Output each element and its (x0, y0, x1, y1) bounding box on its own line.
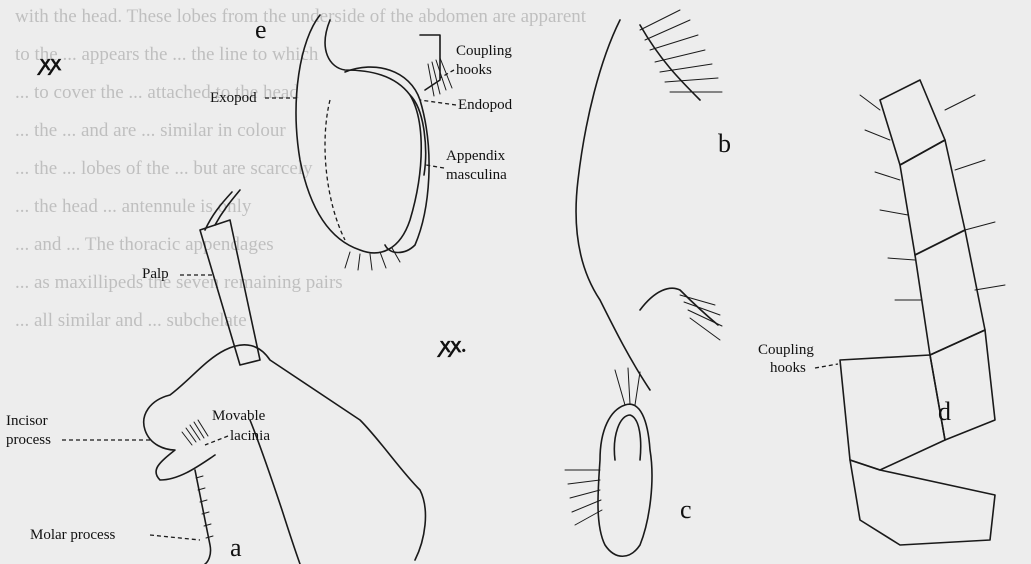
exopod-label: Exopod (210, 90, 257, 106)
maxilla-lower-setae (680, 295, 722, 340)
panel-b-letter: b (718, 129, 731, 158)
movable-lacinia-label-line1: Movable (212, 408, 266, 424)
leg-distal-segment (880, 80, 945, 165)
endopod-label: Endopod (458, 97, 513, 113)
maxillule-setae (565, 368, 640, 525)
appendix-label-line2: masculina (446, 167, 507, 183)
movable-lacinia-label-line2: lacinia (230, 428, 270, 444)
leg-segment-2 (900, 140, 965, 255)
scale-mark-middle: ꭗꭗ. (436, 335, 466, 358)
maxillule-outline (598, 404, 652, 556)
leg-segment-3 (915, 230, 985, 355)
panel-b: b (576, 10, 731, 390)
palp-label: Palp (142, 266, 169, 282)
movable-lacinia-teeth (182, 420, 208, 445)
appendix-masculina (410, 95, 426, 175)
background-line: ... as maxillipeds the seven remaining p… (15, 272, 343, 293)
incisor-label-line1: Incisor (6, 413, 48, 429)
coupling-hooks-label-e-line1: Coupling (456, 43, 512, 59)
panel-d-letter: d (938, 397, 951, 426)
panel-c: c (565, 368, 692, 556)
maxillule-inner-lobe (614, 415, 640, 460)
mandible-body-outline (144, 345, 426, 560)
molar-process-outline (195, 470, 211, 564)
leg-basis (850, 460, 995, 545)
panel-c-letter: c (680, 495, 692, 524)
panel-d: d Coupling hooks (758, 80, 1005, 545)
scale-mark-top: ꭗꭗ (36, 53, 62, 76)
background-line: ... to cover the ... attached to the hea… (15, 82, 299, 103)
leg-setae (860, 95, 1005, 300)
endopod-leader (420, 100, 456, 105)
appendix-label-line1: Appendix (446, 148, 506, 164)
coupling-hooks-label-e-line2: hooks (456, 62, 492, 78)
molar-process-leader (150, 535, 200, 540)
endopod-outline (345, 67, 429, 252)
panel-a-letter: a (230, 533, 242, 562)
endopod-dashed-line (325, 100, 345, 240)
background-line: ... all similar and ... subchelate (15, 310, 247, 331)
background-line: with the head. These lobes from the unde… (15, 6, 587, 27)
background-line: ... the head ... antennule is only (15, 196, 252, 217)
background-line: ... the ... lobes of the ... but are sca… (15, 158, 313, 179)
movable-lacinia-leader (205, 436, 228, 445)
coupling-hooks-label-d-line2: hooks (770, 360, 806, 376)
panel-e-letter: e (255, 15, 267, 44)
leg-coxa (840, 355, 945, 470)
incisor-label-line2: process (6, 432, 51, 448)
coupling-hooks-label-d-line1: Coupling (758, 342, 814, 358)
molar-process-label: Molar process (30, 527, 116, 543)
background-line: ... the ... and are ... similar in colou… (15, 120, 286, 141)
maxilla-outline (576, 20, 718, 390)
coupling-hooks-leader-d (815, 364, 838, 368)
